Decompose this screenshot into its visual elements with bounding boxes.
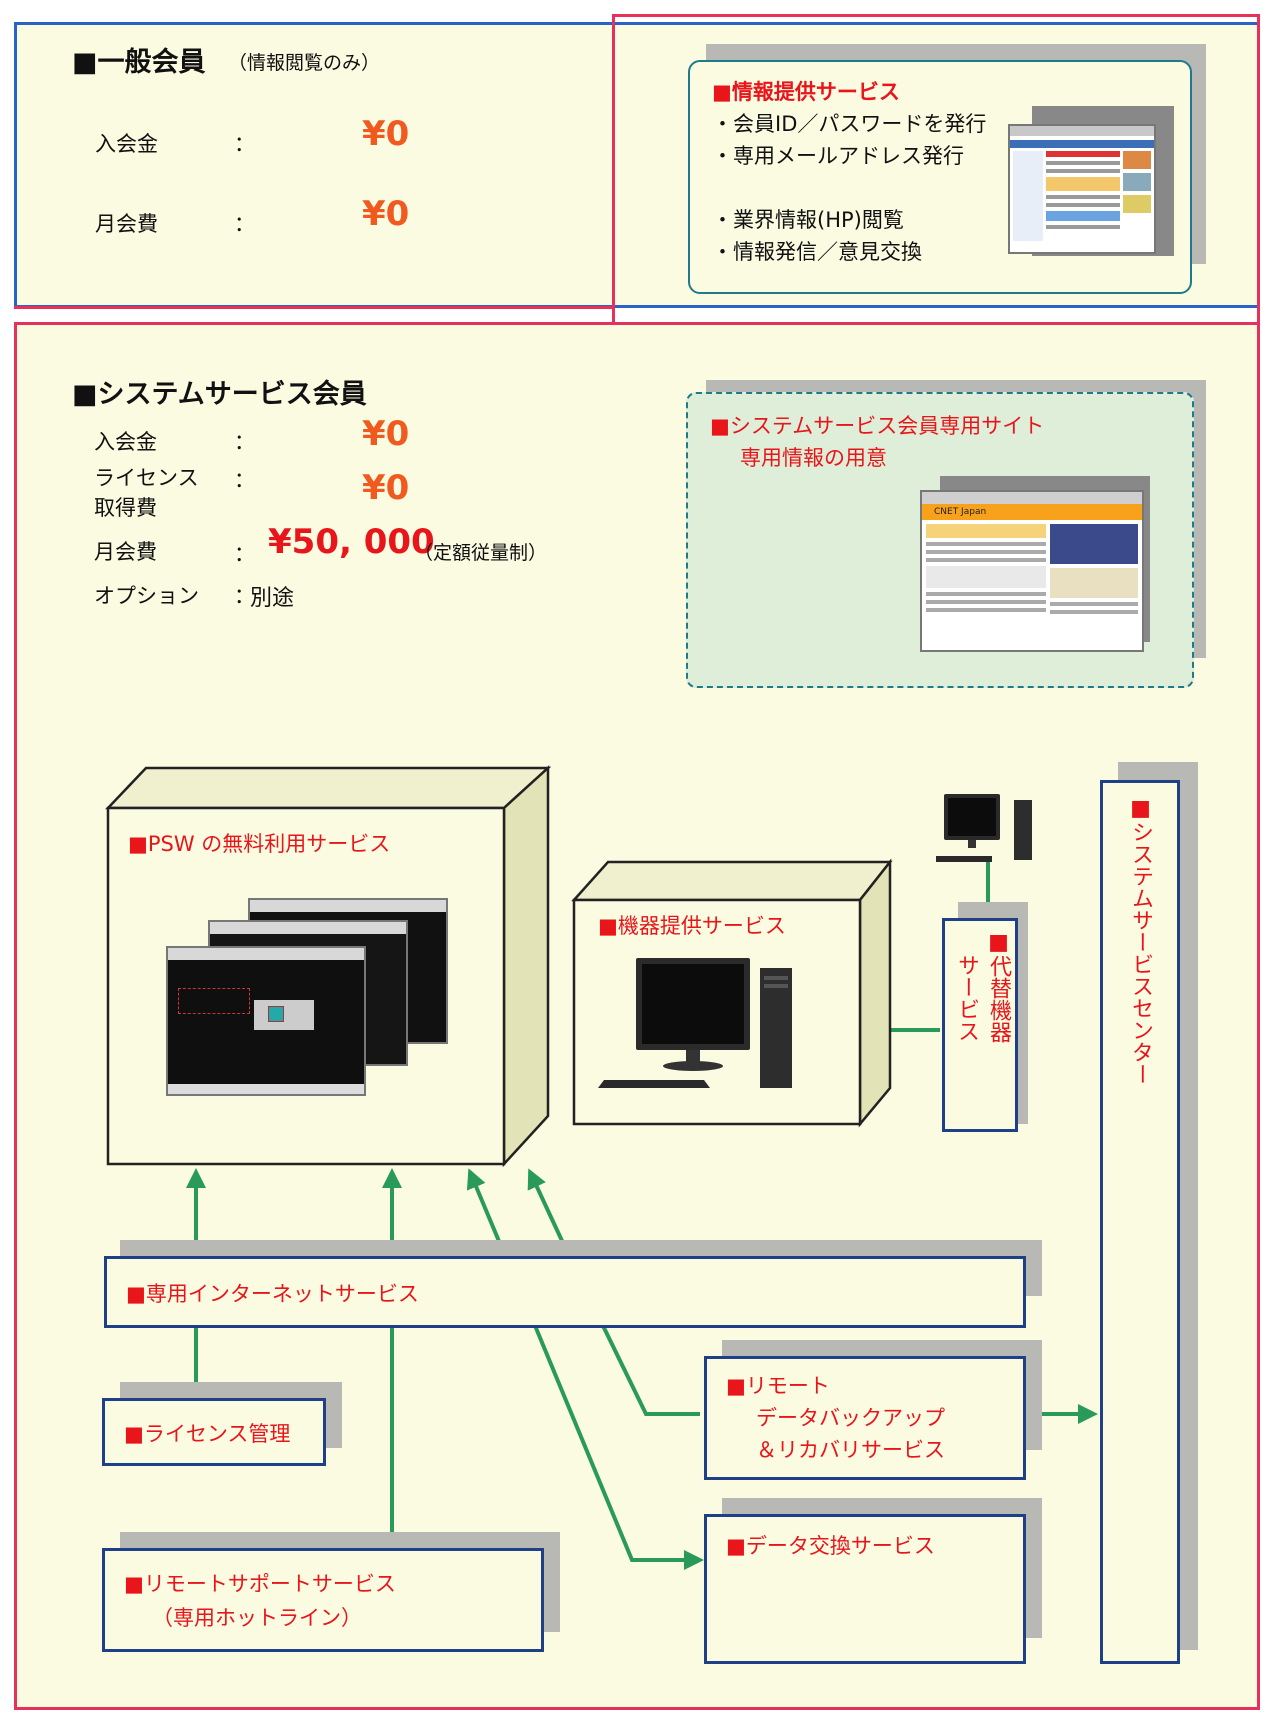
data-exchange-label: ■データ交換サービス [726,1534,935,1558]
internet-service-box [104,1256,1026,1328]
system-service-center-box [1100,780,1180,1664]
system-monthly-sep: ： [234,542,255,566]
general-member-note: （情報閲覧のみ） [228,52,381,74]
system-option-sep: ： [234,584,255,608]
remote-backup-label-3: ＆リカバリサービス [756,1438,945,1462]
general-fee-label: 入会金 [95,132,158,156]
general-monthly-label: 月会費 [95,212,158,236]
remote-support-label-1: ■リモートサポートサービス [124,1572,396,1596]
info-service-item-4: ・情報発信／意見交換 [712,240,922,264]
info-service-item-3: ・業界情報(HP)閲覧 [712,208,904,232]
system-license-label-2: 取得費 [94,496,157,520]
info-service-item-1: ・会員ID／パスワードを発行 [712,112,987,136]
license-management-label: ■ライセンス管理 [124,1422,291,1446]
general-monthly-sep: ： [234,212,255,236]
remote-backup-label-2: データバックアップ [756,1406,945,1430]
system-option-label: オプション [94,584,199,608]
system-license-label: ライセンス [94,466,199,490]
system-license-sep: ： [234,468,255,492]
system-license-value: ¥0 [362,468,410,508]
internet-service-label: ■専用インターネットサービス [126,1282,419,1306]
system-option-value: 別途 [250,586,295,611]
remote-support-box [102,1548,544,1652]
system-monthly-value: ¥50, 000 [268,522,435,562]
system-member-title: ■システムサービス会員 [72,379,367,410]
system-monthly-label: 月会費 [94,540,157,564]
desktop-pc-icon [598,958,792,1088]
psw-service-title: ■PSW の無料利用サービス [128,832,391,856]
pink-frame-top-right [612,14,1260,322]
general-fee-value: ¥0 [362,114,410,154]
system-fee-label: 入会金 [94,430,157,454]
system-monthly-note: （定額従量制） [414,542,548,564]
arrow-backup-to-psw [527,1168,700,1416]
member-site-subtitle: 専用情報の用意 [740,446,887,470]
remote-backup-label-1: ■リモート [726,1374,830,1398]
alt-equipment-label-2: サービス [954,954,979,1042]
general-monthly-value: ¥0 [362,194,410,234]
data-exchange-box [704,1514,1026,1664]
pink-frame-top-left [14,306,615,322]
system-service-center-label: ■システムサービスセンター [1128,796,1153,1085]
alt-equipment-box [942,918,1018,1132]
member-site-title: ■システムサービス会員専用サイト [710,414,1045,438]
license-management-box [102,1398,326,1466]
system-fee-value: ¥0 [362,414,410,454]
general-member-title: ■一般会員 [72,47,206,78]
info-service-title: ■情報提供サービス [712,80,900,104]
equipment-service-title: ■機器提供サービス [598,914,786,938]
info-website-screenshot [1008,124,1156,254]
small-pc-icon [936,794,1032,862]
member-site-screenshot: CNET Japan [920,490,1144,652]
general-fee-sep: ： [234,132,255,156]
remote-backup-box [704,1356,1026,1480]
general-member-panel [17,25,612,305]
cnet-logo-text: CNET Japan [922,504,1142,520]
psw-cad-window-1 [166,946,366,1096]
info-service-item-2: ・専用メールアドレス発行 [712,144,964,168]
remote-support-label-2: （専用ホットライン） [152,1606,362,1630]
alt-equipment-label-1: ■代替機器 [986,930,1011,1043]
system-fee-sep: ： [234,430,255,454]
